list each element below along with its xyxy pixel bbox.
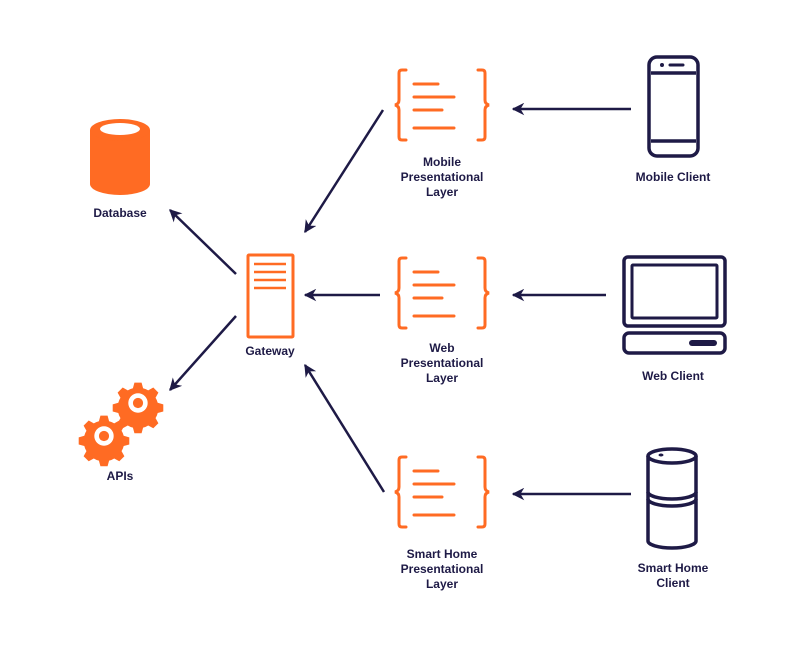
arrow-gateway-to-apis bbox=[169, 315, 237, 391]
arrow-gateway-to-database bbox=[169, 209, 237, 275]
server-icon bbox=[246, 253, 295, 339]
database-icon bbox=[90, 119, 150, 195]
smart-speaker-icon bbox=[646, 447, 698, 550]
code-braces-icon bbox=[393, 68, 491, 142]
gateway-label: Gateway bbox=[245, 344, 295, 358]
gears-icon bbox=[78, 382, 164, 467]
database-label: Database bbox=[93, 206, 147, 220]
apis-label: APIs bbox=[106, 469, 134, 483]
smartphone-icon bbox=[647, 55, 700, 158]
arrow-smarthome-layer-to-gateway bbox=[303, 363, 386, 493]
web-client-label: Web Client bbox=[642, 369, 704, 383]
code-braces-icon bbox=[393, 256, 491, 330]
web-layer-label: Web Presentational Layer bbox=[400, 341, 484, 385]
smarthome-client-label: Smart Home Client bbox=[637, 561, 709, 590]
smarthome-layer-label: Smart Home Presentational Layer bbox=[400, 547, 484, 591]
code-braces-icon bbox=[393, 455, 491, 529]
mobile-layer-label: Mobile Presentational Layer bbox=[400, 155, 484, 199]
arrow-mobile-layer-to-gateway bbox=[303, 109, 385, 234]
desktop-computer-icon bbox=[622, 255, 727, 355]
mobile-client-label: Mobile Client bbox=[635, 170, 711, 184]
